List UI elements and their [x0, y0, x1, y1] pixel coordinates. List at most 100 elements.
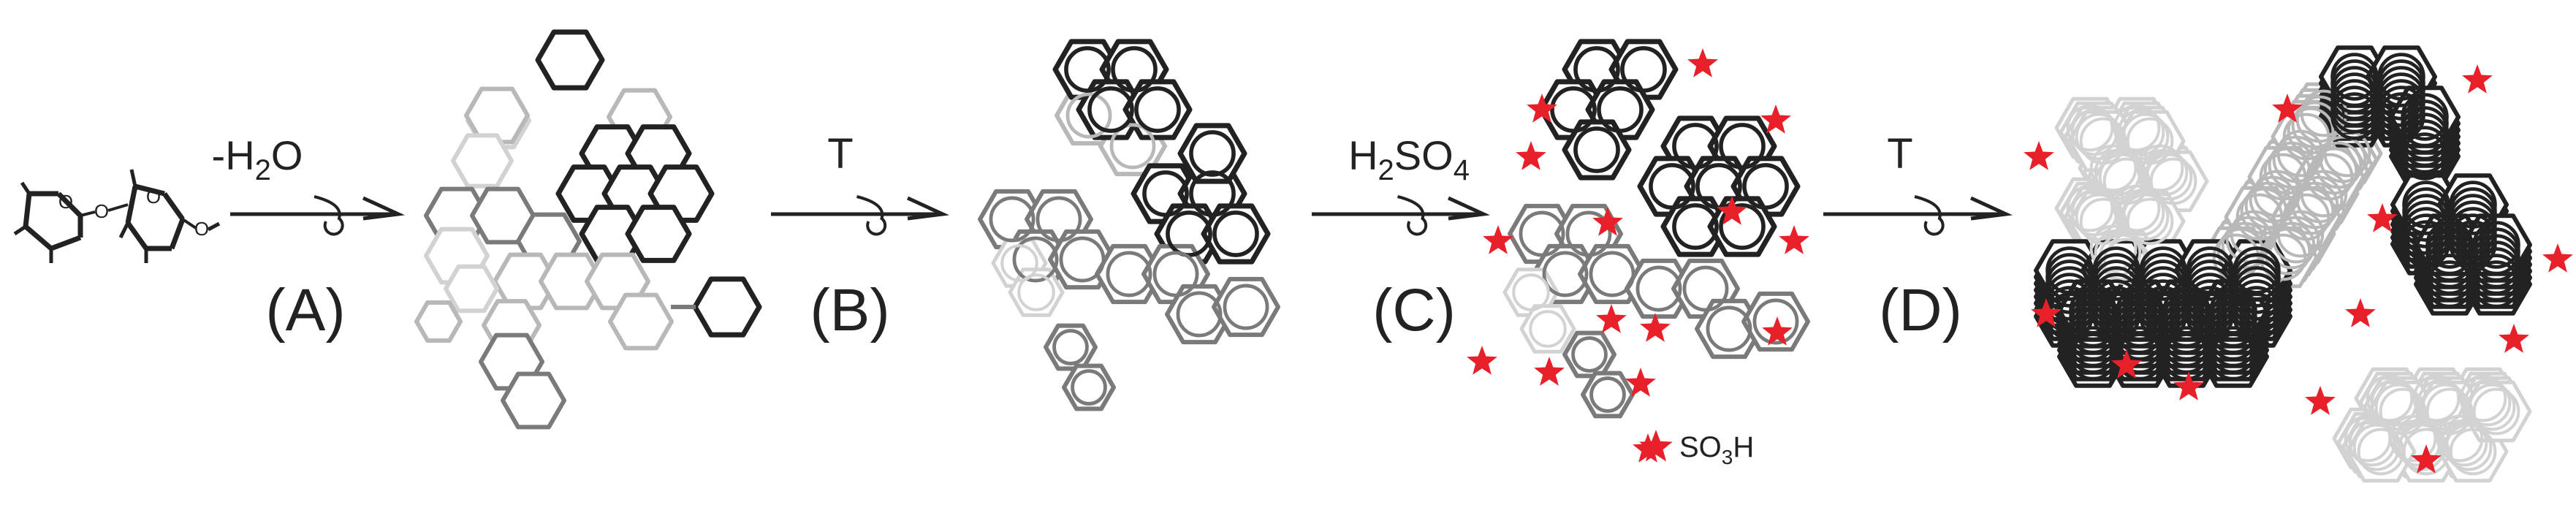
- aromatic-circle: [2149, 157, 2197, 205]
- sulfonic-star-icon: [2305, 386, 2336, 415]
- step-b-reagent: T: [827, 130, 853, 178]
- molecule-bond: [169, 218, 186, 250]
- arrow-head: [1447, 196, 1491, 221]
- aromatic-circle: [2126, 117, 2174, 165]
- aromatic-circle: [1065, 92, 1112, 139]
- aromatic-circle: [1109, 123, 1156, 170]
- sulfonic-star-icon: [2367, 203, 2398, 232]
- aromatic-circle: [1752, 298, 1799, 345]
- aromatic-circle: [2357, 428, 2405, 476]
- aromatic-circle: [1212, 210, 1259, 257]
- sulfonic-star-icon: [1527, 94, 1557, 123]
- aromatic-circle: [2449, 428, 2497, 476]
- aromatic-circle: [2139, 246, 2187, 295]
- aromatic-circle: [2306, 153, 2354, 201]
- molecule-bond: [107, 203, 129, 212]
- hexagon: [451, 133, 514, 189]
- aromatic-circle: [2066, 104, 2114, 152]
- aromatic-circle: [1106, 251, 1152, 297]
- aromatic-circle: [2079, 197, 2127, 246]
- heat-swirl-icon: [1914, 195, 1945, 236]
- heat-swirl-icon: [856, 195, 887, 236]
- molecule-bond: [56, 191, 83, 218]
- sulfonic-star-icon: [1592, 207, 1623, 236]
- aromatic-circle: [2079, 117, 2127, 165]
- heat-swirl-icon: [314, 195, 344, 236]
- sulfonic-star-icon: [1483, 225, 1513, 254]
- arrow-head: [1969, 196, 2013, 221]
- molecule-bond: [80, 210, 96, 217]
- aromatic-circle: [2075, 193, 2123, 241]
- aromatic-circle: [2126, 197, 2174, 246]
- aromatic-circle: [1152, 251, 1199, 297]
- sulfonic-star-icon: [1687, 48, 1718, 77]
- aromatic-circle: [1573, 46, 1620, 93]
- sulfonic-star-icon: [2499, 324, 2529, 353]
- aromatic-circle: [2162, 286, 2211, 335]
- aromatic-circle: [1597, 86, 1644, 133]
- aromatic-circle: [1189, 170, 1236, 217]
- aromatic-circle: [1682, 265, 1729, 312]
- aromatic-ring-layer: [989, 46, 2520, 476]
- aromatic-circle: [1017, 273, 1055, 311]
- aromatic-circle: [1012, 236, 1059, 283]
- aromatic-circle: [2314, 141, 2363, 189]
- aromatic-circle: [1573, 126, 1620, 173]
- molecule-bond: [23, 193, 32, 227]
- sulfonic-star-icon: [2462, 64, 2493, 94]
- aromatic-circle: [1635, 265, 1682, 312]
- sulfonic-star-icon: [2031, 298, 2062, 327]
- heat-swirl-icon: [1397, 195, 1428, 236]
- hexagon: [539, 252, 604, 311]
- aromatic-circle: [1064, 46, 1111, 93]
- aromatic-circle: [2366, 374, 2414, 422]
- sulfonic-star-icon: [1640, 313, 1671, 342]
- sulfonic-star-icon: [1717, 196, 1747, 225]
- sulfonic-star-icon: [1760, 105, 1791, 134]
- aromatic-circle: [1036, 196, 1082, 243]
- hexagon: [444, 264, 499, 314]
- aromatic-circle: [2310, 147, 2358, 195]
- aromatic-circle: [1134, 86, 1181, 133]
- step-b-label: (B): [810, 277, 889, 343]
- legend-label: SO3H: [1679, 431, 1754, 468]
- molecule-bond: [125, 186, 138, 224]
- step-c-label: (C): [1372, 277, 1456, 343]
- aromatic-circle: [1529, 310, 1567, 348]
- aromatic-circle: [1571, 336, 1608, 373]
- aromatic-circle: [1542, 251, 1589, 297]
- aromatic-circle: [2425, 387, 2474, 436]
- oxygen-atom: O: [94, 200, 109, 222]
- molecule-bond: [134, 183, 165, 197]
- aromatic-circle: [2459, 374, 2507, 422]
- aromatic-circle: [1742, 163, 1789, 210]
- aromatic-circle: [2421, 383, 2469, 431]
- aromatic-circle: [2113, 104, 2161, 152]
- aromatic-circle: [2472, 221, 2520, 269]
- sulfonic-star-icon: [2272, 94, 2303, 123]
- arrow-head: [362, 196, 406, 221]
- aromatic-circle: [2402, 181, 2450, 229]
- aromatic-circle: [2319, 135, 2367, 183]
- aromatic-circle: [1672, 123, 1719, 170]
- aromatic-circle: [2425, 221, 2474, 269]
- aromatic-circle: [2449, 181, 2497, 229]
- aromatic-circle: [2370, 379, 2418, 427]
- aromatic-circle: [2070, 108, 2119, 156]
- aromatic-circle: [2102, 157, 2151, 205]
- aromatic-circle: [2417, 379, 2465, 427]
- aromatic-circle: [1142, 170, 1189, 217]
- aromatic-circle: [989, 196, 1036, 243]
- aromatic-circle: [1550, 86, 1597, 133]
- aromatic-circle: [2468, 383, 2516, 431]
- aromatic-circle: [1589, 376, 1626, 413]
- aromatic-circle: [1223, 284, 1269, 330]
- aromatic-circle: [2401, 93, 2449, 141]
- aromatic-circle: [1111, 46, 1158, 93]
- aromatic-circle: [1189, 130, 1236, 177]
- molecule-bond: [50, 235, 82, 251]
- step-a-label: (A): [265, 277, 345, 343]
- aromatic-circle: [1565, 210, 1612, 257]
